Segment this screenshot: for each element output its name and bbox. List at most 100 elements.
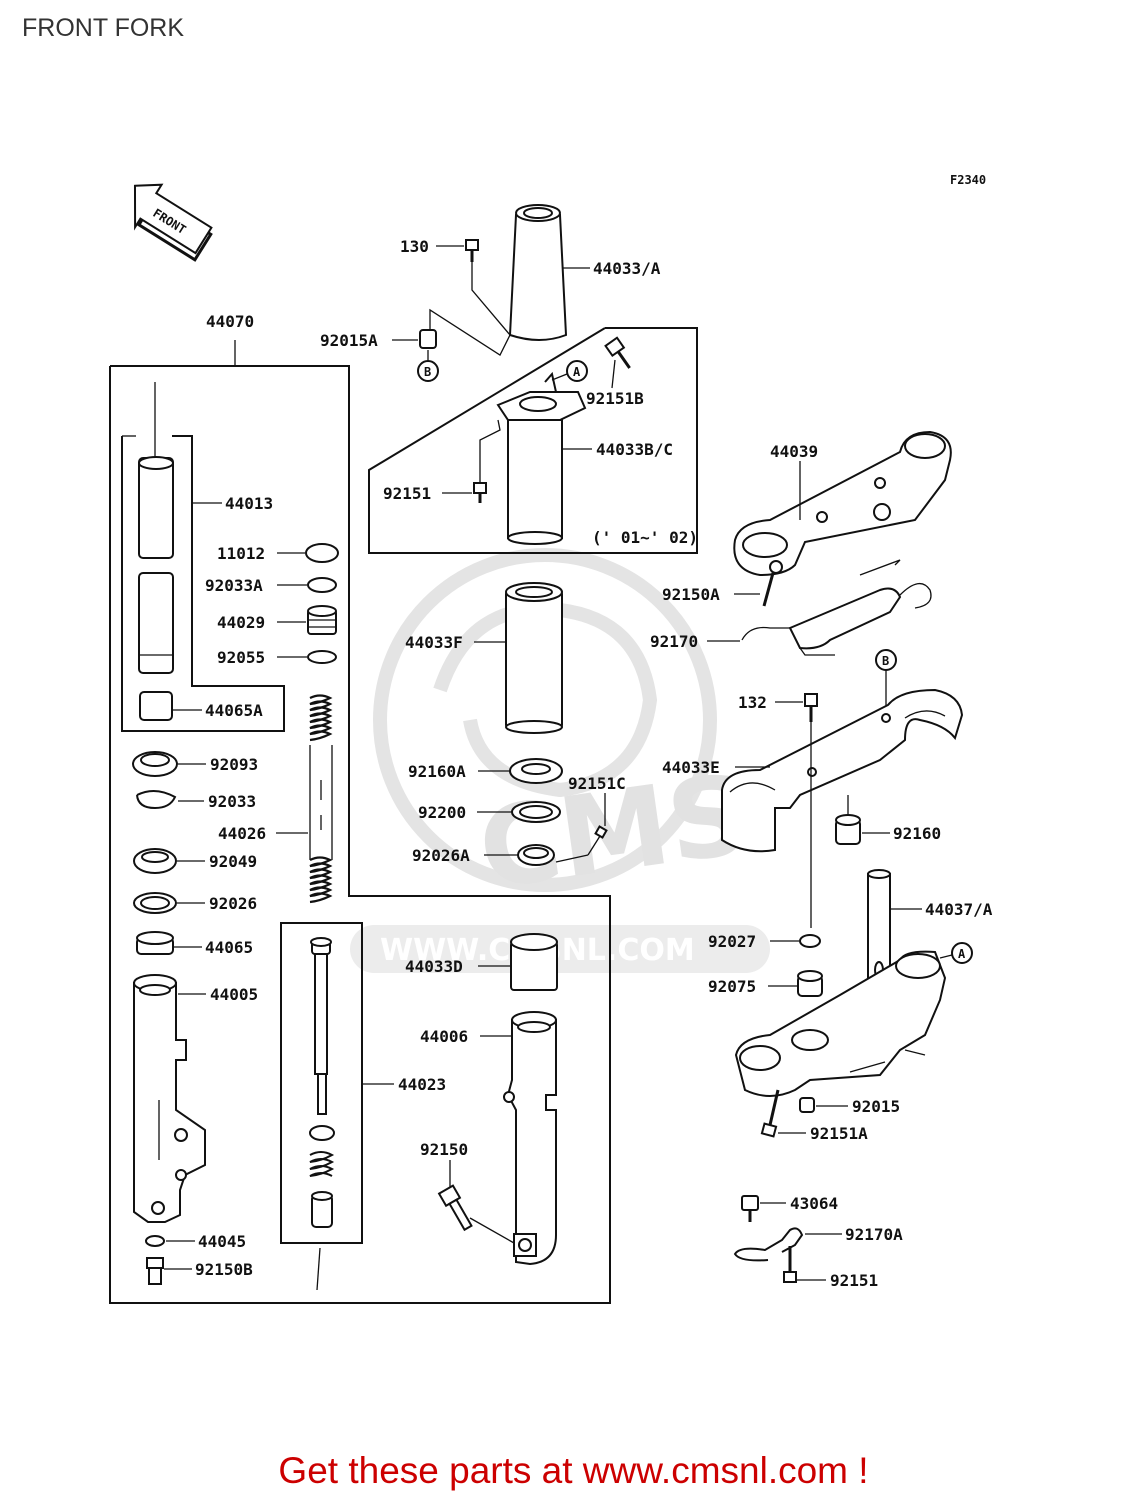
label-92027: 92027 xyxy=(708,932,756,951)
label-44033F: 44033F xyxy=(405,633,463,652)
label-44006: 44006 xyxy=(420,1027,468,1046)
callout-a-icon xyxy=(566,360,588,382)
fork-cover-44033F xyxy=(505,582,563,734)
callout-b-label: B xyxy=(424,365,431,379)
label-44070: 44070 xyxy=(206,312,254,331)
bolt-92150 xyxy=(437,1184,473,1232)
fork-assembly-box xyxy=(109,365,611,1304)
bushing-44065 xyxy=(136,931,174,955)
cap-11012 xyxy=(305,543,339,563)
label-92033: 92033 xyxy=(208,792,256,811)
damper-rod-box xyxy=(280,922,363,1244)
bolt-92151B xyxy=(604,336,631,369)
nut-43064 xyxy=(741,1195,759,1222)
fork-cover-44033D xyxy=(510,933,558,991)
screw-92151 xyxy=(473,482,487,503)
callout-b2-label: B xyxy=(882,654,889,668)
label-92151-bottom: 92151 xyxy=(830,1271,878,1290)
label-92151A: 92151A xyxy=(810,1124,868,1143)
label-44013: 44013 xyxy=(225,494,273,513)
label-132: 132 xyxy=(738,693,767,712)
label-44045: 44045 xyxy=(198,1232,246,1251)
label-92160: 92160 xyxy=(893,824,941,843)
label-92150: 92150 xyxy=(420,1140,468,1159)
label-11012: 11012 xyxy=(217,544,265,563)
callout-a-label: A xyxy=(573,365,581,379)
label-130: 130 xyxy=(400,237,429,256)
label-92170A: 92170A xyxy=(845,1225,903,1244)
label-92015A: 92015A xyxy=(320,331,378,350)
label-43064: 43064 xyxy=(790,1194,838,1213)
fork-cover-44033A xyxy=(508,204,568,341)
label-44065A: 44065A xyxy=(205,701,263,720)
label-92055: 92055 xyxy=(217,648,265,667)
spring-44026 xyxy=(309,694,333,904)
footer-link[interactable]: Get these parts at www.cmsnl.com ! xyxy=(278,1450,869,1491)
label-92033A: 92033A xyxy=(205,576,263,595)
label-92075: 92075 xyxy=(708,977,756,996)
label-44037A: 44037/A xyxy=(925,900,993,919)
label-92026: 92026 xyxy=(209,894,257,913)
washer-44045 xyxy=(145,1235,165,1247)
label-92151B: 92151B xyxy=(586,389,644,408)
label-92151: 92151 xyxy=(383,484,431,503)
callout-a2-icon xyxy=(951,942,973,964)
callout-b-icon xyxy=(417,360,439,382)
label-44065: 44065 xyxy=(205,938,253,957)
washer-92027 xyxy=(799,934,821,948)
bolt-132 xyxy=(804,693,818,722)
lower-bracket-44033E xyxy=(721,688,964,853)
fork-cover-44033BC xyxy=(496,371,587,545)
oring-92033A xyxy=(307,577,337,593)
label-44026: 44026 xyxy=(218,824,266,843)
label-44023: 44023 xyxy=(398,1075,446,1094)
bracket-92170 xyxy=(741,559,932,656)
label-44033A: 44033/A xyxy=(593,259,661,278)
parts-diagram: CMS WWW.CMSNL.COM F2340 FRONT 44070 4401… xyxy=(109,173,993,1304)
oring-92055 xyxy=(307,650,337,664)
bolt-92150B xyxy=(146,1257,164,1285)
label-92160A: 92160A xyxy=(408,762,466,781)
damper-rod-44023 xyxy=(309,937,335,1228)
label-92026A: 92026A xyxy=(412,846,470,865)
clip-92033 xyxy=(136,790,177,810)
outer-tube-44006 xyxy=(503,1011,557,1266)
label-92015: 92015 xyxy=(852,1097,900,1116)
label-92150B: 92150B xyxy=(195,1260,253,1279)
screw-92151C xyxy=(587,825,608,856)
screw-92151-bottom xyxy=(783,1246,797,1283)
front-arrow-icon: FRONT xyxy=(133,183,213,262)
upper-bracket-44039 xyxy=(733,430,952,577)
page-title: FRONT FORK xyxy=(22,14,185,42)
spring-seat-44029 xyxy=(307,605,337,635)
collar-92075 xyxy=(797,970,823,997)
label-92151C: 92151C xyxy=(568,774,626,793)
figure-code: F2340 xyxy=(950,173,986,187)
label-92170: 92170 xyxy=(650,632,698,651)
bolt-92150A xyxy=(762,560,783,607)
label-92200: 92200 xyxy=(418,803,466,822)
damper-92015 xyxy=(799,1097,815,1113)
inner-tube-box xyxy=(121,435,285,732)
clip-92170A xyxy=(733,1227,804,1262)
label-44029: 44029 xyxy=(217,613,265,632)
damper-92160 xyxy=(835,814,861,845)
label-92049: 92049 xyxy=(209,852,257,871)
outer-tube-44005 xyxy=(133,974,206,1223)
label-44033D: 44033D xyxy=(405,957,463,976)
year-note: (' 01~' 02) xyxy=(592,528,698,547)
cover-year-box xyxy=(368,327,698,554)
label-44005: 44005 xyxy=(210,985,258,1004)
bolt-92151A xyxy=(760,1089,780,1138)
steering-stem-44037A xyxy=(734,869,947,1097)
label-92093: 92093 xyxy=(210,755,258,774)
inner-tube xyxy=(138,456,174,674)
callout-a2-label: A xyxy=(958,947,966,961)
label-44033BC: 44033B/C xyxy=(596,440,673,459)
label-92150A: 92150A xyxy=(662,585,720,604)
bushing-44065A xyxy=(139,691,173,721)
grommet-92015A xyxy=(419,329,437,349)
clamp-92026A xyxy=(517,844,555,866)
label-44033E: 44033E xyxy=(662,758,720,777)
bolt-130 xyxy=(465,239,479,262)
